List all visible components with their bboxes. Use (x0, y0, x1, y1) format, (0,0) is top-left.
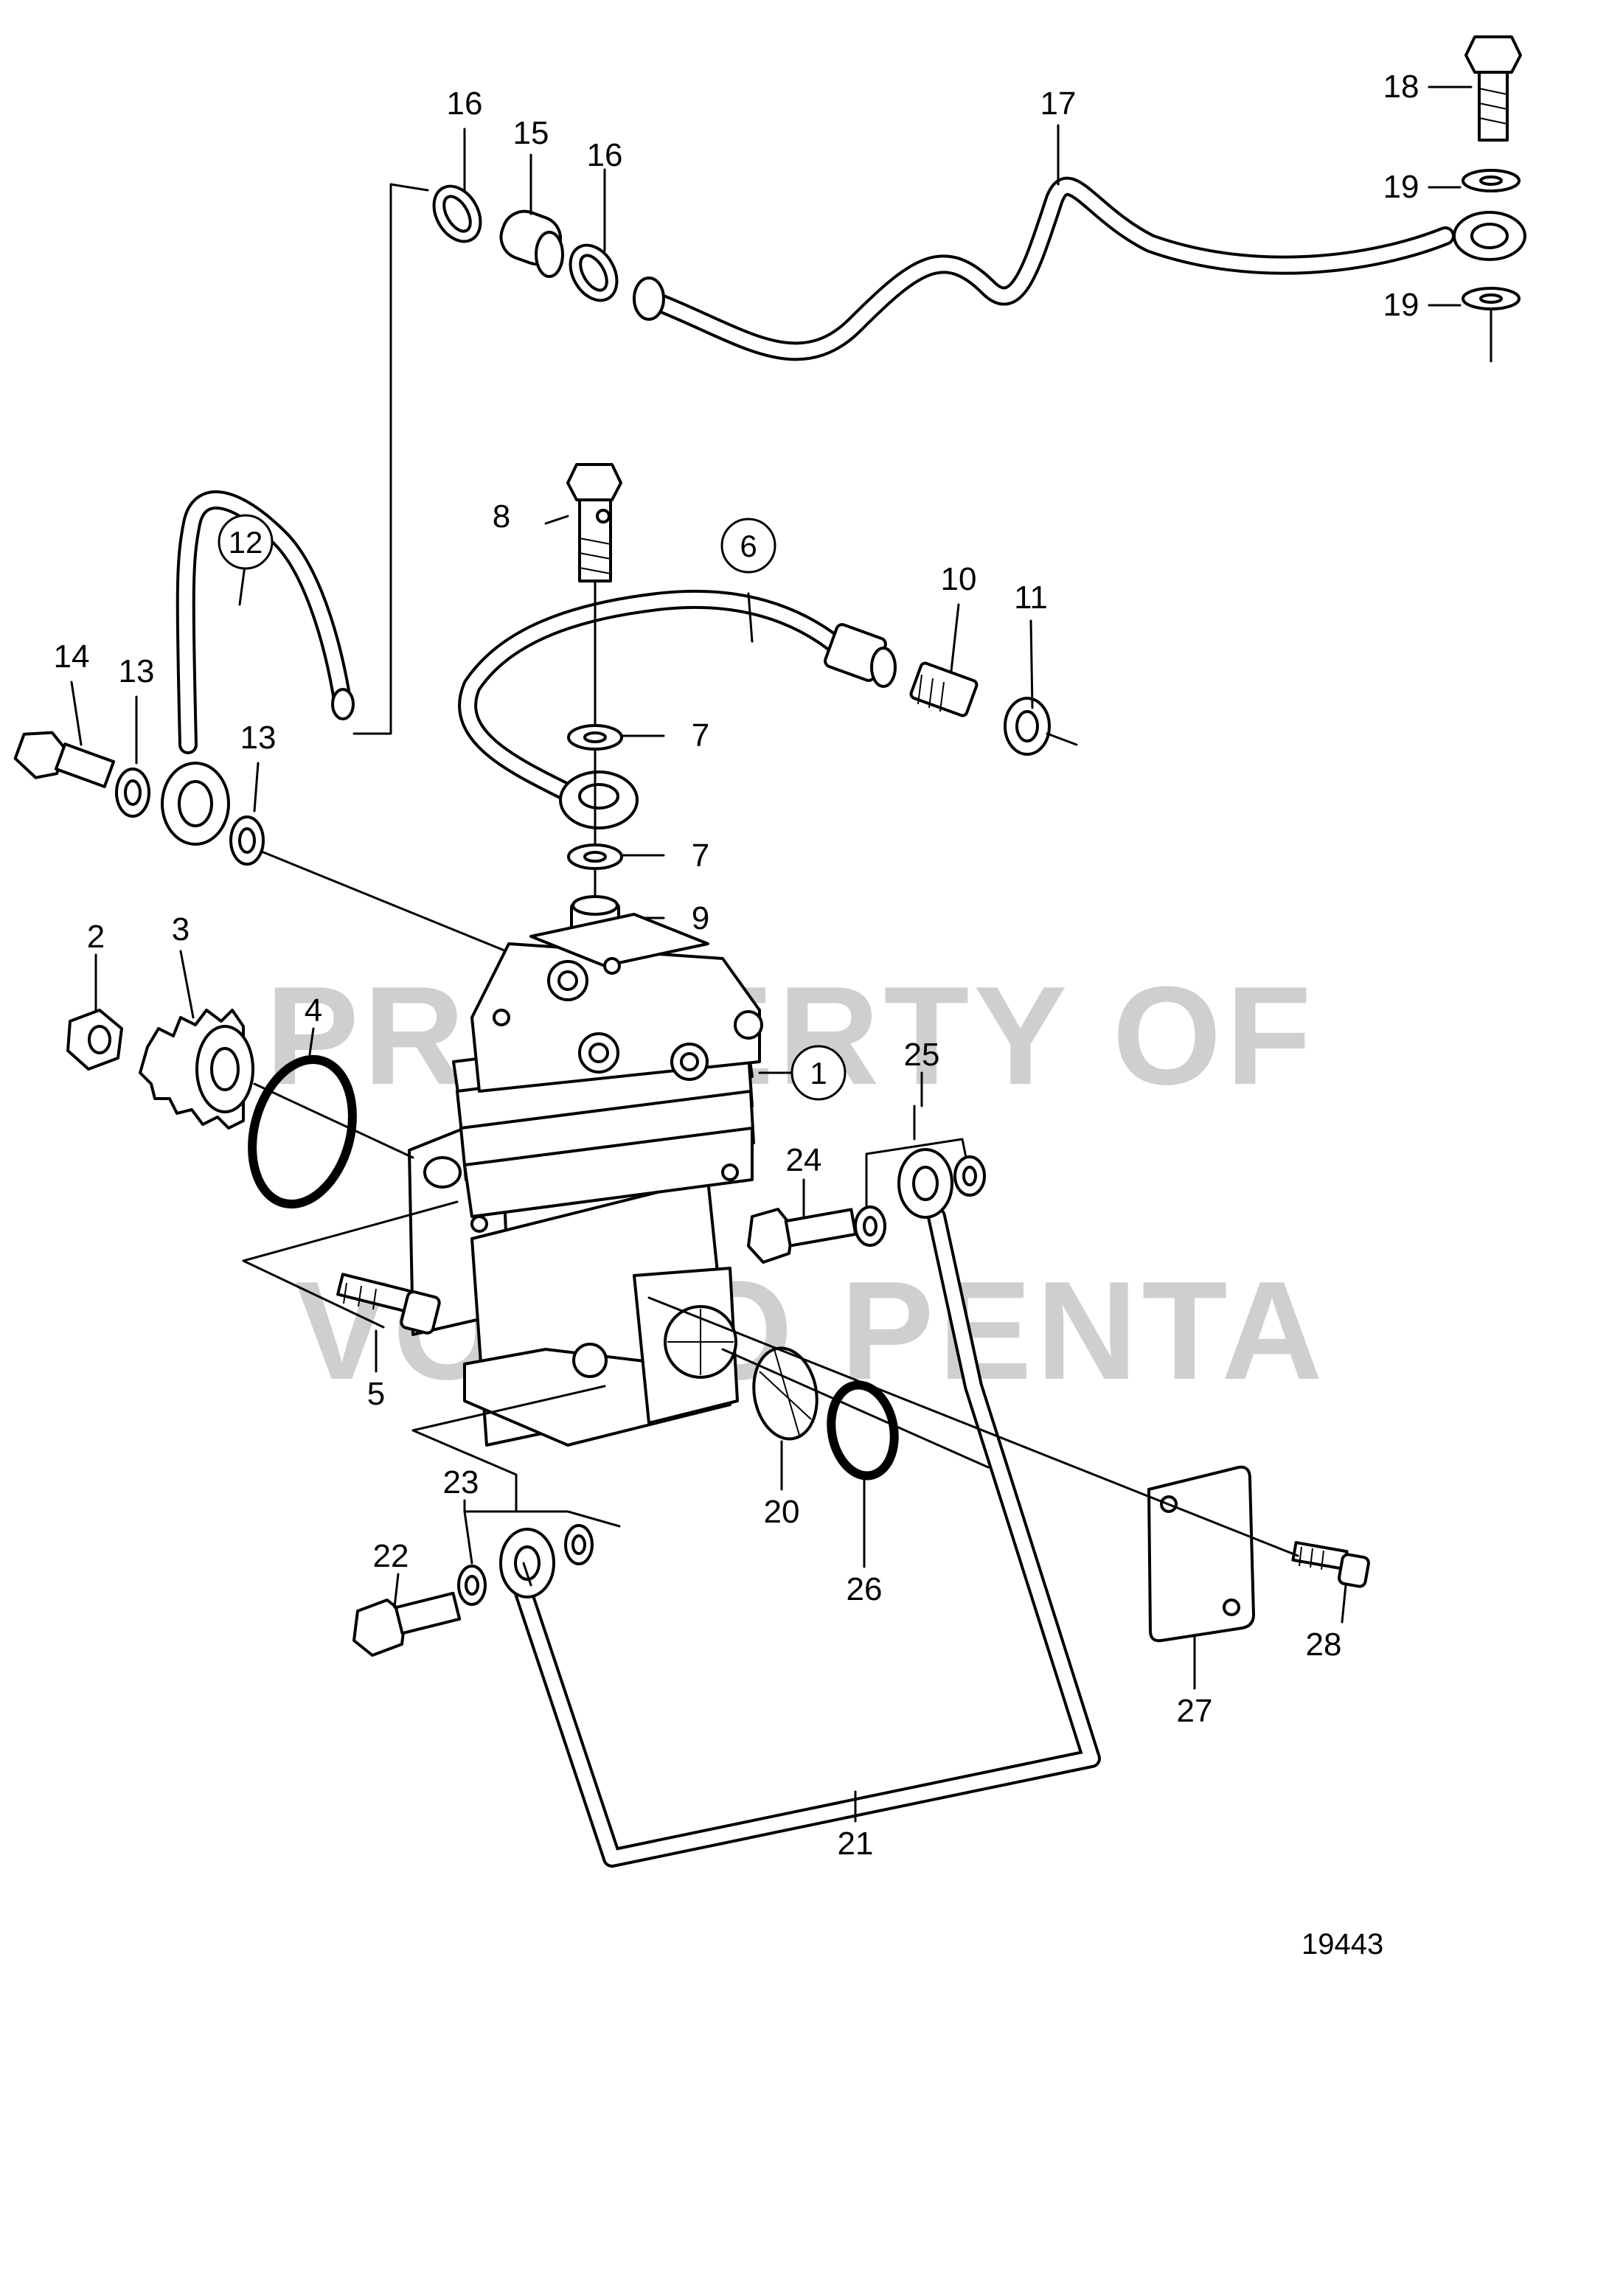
callout-17: 17 (1040, 86, 1077, 122)
callout-15: 15 (513, 115, 549, 151)
leader-23-to-1 (411, 1385, 606, 1513)
callout-16a: 16 (447, 86, 483, 122)
leader-gear-axis (253, 1082, 414, 1159)
callout-circle-12 (218, 514, 274, 570)
callout-leaders (70, 86, 1473, 1823)
callout-18: 18 (1383, 69, 1419, 105)
banjo-bolt-18 (1464, 35, 1522, 142)
bracket-25 (865, 1138, 967, 1207)
callout-25: 25 (904, 1037, 940, 1073)
callout-13b: 13 (240, 720, 277, 756)
leader-27-axis (647, 1296, 1299, 1557)
callout-2: 2 (87, 919, 105, 955)
leader-5-bracket (242, 1200, 459, 1329)
banjo-fitting-21-upper (897, 1148, 953, 1219)
watermark-line-1: PROPERTY OF (265, 958, 1316, 1114)
hose-15 (499, 209, 564, 278)
union-nut-6 (824, 623, 897, 688)
callout-20: 20 (764, 1494, 800, 1530)
callout-10: 10 (941, 561, 977, 597)
hose-clamp-16a (432, 184, 482, 243)
cover-parts (647, 1296, 1370, 1643)
callout-9: 9 (692, 900, 709, 936)
leader-12-to-15 (352, 183, 392, 735)
pipe-17-end-fitting (633, 276, 665, 321)
cover-plate-27 (1147, 1465, 1255, 1643)
drive-parts (66, 1009, 459, 1335)
o-ring-4 (248, 1054, 357, 1209)
pipe-17-assembly (352, 35, 1526, 735)
pipe-21-assembly (352, 1104, 1101, 1868)
sealing-washer-11 (1004, 697, 1051, 756)
callout-14: 14 (54, 639, 90, 675)
callout-8: 8 (493, 498, 510, 535)
callout-28: 28 (1306, 1627, 1342, 1663)
leader-20-axis (721, 1348, 990, 1469)
nipple-10 (909, 661, 979, 717)
callout-27: 27 (1177, 1693, 1213, 1729)
banjo-fitting-21-lower (499, 1528, 555, 1598)
callout-12: 12 (229, 525, 263, 560)
callout-5: 5 (367, 1376, 385, 1412)
banjo-fitting-12 (161, 762, 230, 846)
callout-19a: 19 (1383, 169, 1419, 205)
callout-13a: 13 (119, 653, 155, 689)
nut-2 (66, 1009, 123, 1071)
drawing-number: 19443 (1301, 1928, 1383, 1961)
callout-21: 21 (838, 1826, 874, 1862)
compressor-1 (408, 913, 763, 1447)
callout-7a: 7 (692, 717, 709, 754)
callout-26: 26 (847, 1571, 883, 1607)
callout-24: 24 (786, 1142, 822, 1178)
banjo-bolt-8 (566, 463, 622, 582)
banjo-bolt-22 (352, 1591, 462, 1657)
callout-23: 23 (443, 1464, 479, 1500)
callout-circle-1 (790, 1045, 847, 1101)
callout-4: 4 (305, 992, 322, 1029)
banjo-bolt-14 (13, 731, 116, 788)
screw-28 (1291, 1541, 1370, 1588)
banjo-fitting-6 (559, 770, 639, 829)
callout-7b: 7 (692, 838, 709, 874)
callout-11: 11 (1014, 580, 1048, 616)
screw-5 (336, 1273, 441, 1335)
callout-numbers: 1 2 3 4 5 6 7 7 8 9 10 11 12 13 13 14 15… (54, 69, 1419, 1862)
hose-clamp-16b (569, 243, 619, 302)
gear-3 (139, 1009, 254, 1130)
callout-6: 6 (740, 529, 757, 563)
callout-19b: 19 (1383, 287, 1419, 323)
pipe-12-assembly (13, 490, 562, 975)
callout-16b: 16 (587, 137, 623, 173)
callout-22: 22 (373, 1538, 409, 1574)
callout-1: 1 (810, 1056, 827, 1090)
callout-3: 3 (172, 911, 190, 947)
callout-circle-6 (720, 518, 776, 574)
banjo-bolt-24 (747, 1208, 858, 1264)
